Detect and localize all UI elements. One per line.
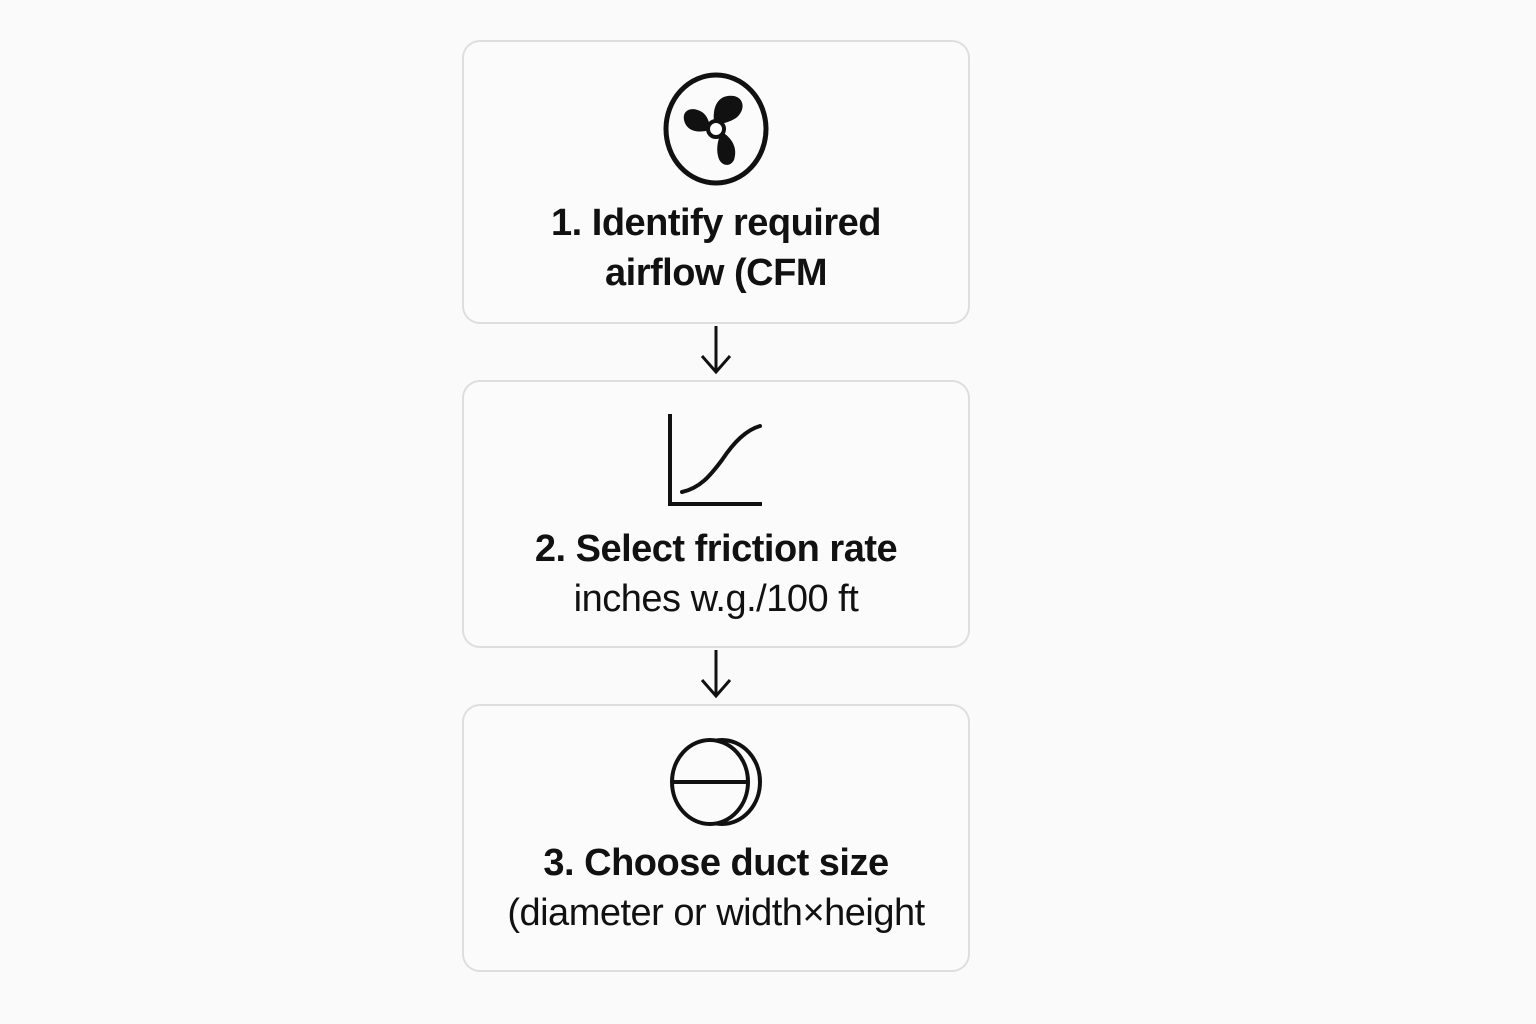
arrow-down-icon bbox=[700, 326, 732, 375]
curve-chart-icon bbox=[668, 414, 762, 506]
arrow-down-icon bbox=[700, 650, 732, 699]
step-title: 1. Identify required bbox=[551, 202, 881, 244]
round-duct-icon bbox=[670, 738, 762, 826]
step-choose-duct-size: 3. Choose duct size (diameter or width×h… bbox=[462, 704, 970, 972]
step-select-friction-rate: 2. Select friction rate inches w.g./100 … bbox=[462, 380, 970, 648]
step-identify-airflow: 1. Identify required airflow (CFM bbox=[462, 40, 970, 324]
fan-icon bbox=[663, 72, 769, 186]
step-subtitle: airflow (CFM bbox=[605, 252, 827, 294]
step-title: 2. Select friction rate bbox=[534, 528, 898, 570]
step-title: 3. Choose duct size bbox=[543, 842, 889, 884]
step-subtitle: (diameter or width×height bbox=[507, 892, 925, 934]
step-subtitle: inches w.g./100 ft bbox=[573, 578, 859, 620]
